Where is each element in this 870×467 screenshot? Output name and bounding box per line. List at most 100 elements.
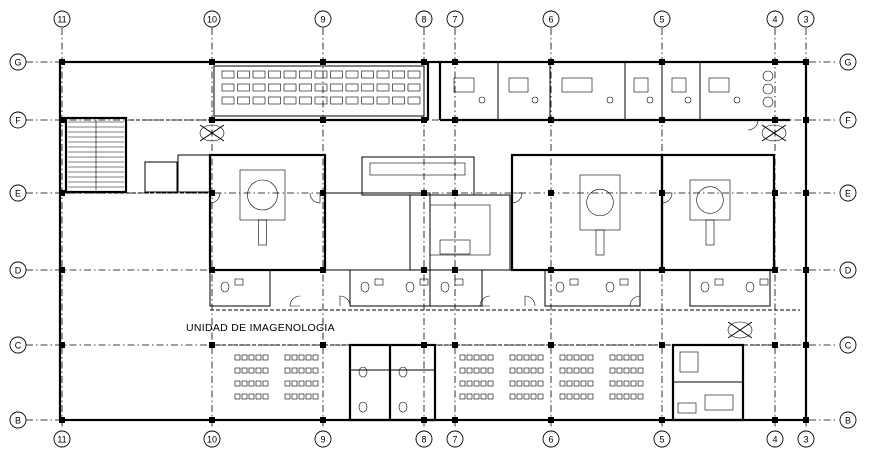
chair xyxy=(241,393,248,400)
room-fixture xyxy=(633,77,649,93)
door-swing xyxy=(629,295,641,307)
chair xyxy=(459,380,466,387)
chair xyxy=(291,380,298,387)
chair xyxy=(530,367,537,374)
column xyxy=(803,59,809,65)
chair xyxy=(241,367,248,374)
room-fixture xyxy=(453,77,475,93)
door-swing xyxy=(511,192,523,204)
axis-bubble-top-4: 4 xyxy=(766,10,784,28)
axis-bubble-left-C: C xyxy=(9,336,27,354)
storage-rack xyxy=(252,83,266,92)
cylinder-tank xyxy=(762,70,774,82)
axis-bubble-right-G: G xyxy=(839,53,857,71)
storage-rack xyxy=(268,96,281,105)
axis-bubble-right-G-label: G xyxy=(844,58,851,68)
column xyxy=(320,59,326,65)
storage-rack xyxy=(299,70,312,79)
column xyxy=(772,59,778,65)
axis-bubble-top-7: 7 xyxy=(446,10,464,28)
chair xyxy=(509,380,516,387)
door-swing xyxy=(309,192,321,204)
axis-bubble-bottom-5: 5 xyxy=(653,430,671,448)
axis-bubble-bottom-3-label: 3 xyxy=(803,435,808,445)
column xyxy=(209,117,215,123)
cylinder-tank xyxy=(762,83,774,95)
storage-rack xyxy=(268,70,281,79)
chair xyxy=(523,354,530,361)
chair xyxy=(298,367,305,374)
chair xyxy=(609,380,616,387)
chair xyxy=(241,380,248,387)
chair xyxy=(466,380,473,387)
gantry xyxy=(696,186,724,214)
toilet xyxy=(360,281,370,293)
room-fixture xyxy=(561,77,593,93)
axis-bubble-right-E: E xyxy=(839,184,857,202)
chair xyxy=(623,380,630,387)
storage-rack xyxy=(376,83,390,92)
chair xyxy=(516,367,523,374)
storage-rack xyxy=(407,96,421,105)
chair xyxy=(587,354,594,361)
chair xyxy=(459,354,466,361)
chair xyxy=(487,380,494,387)
axis-bubble-bottom-7-label: 7 xyxy=(452,435,457,445)
chair xyxy=(305,367,312,374)
chair xyxy=(262,367,269,374)
column xyxy=(803,190,809,196)
chair xyxy=(630,380,637,387)
chair xyxy=(623,354,630,361)
column xyxy=(209,267,215,273)
storage-rack xyxy=(283,96,297,105)
axis-bubble-left-C-label: C xyxy=(15,341,22,351)
shower xyxy=(679,351,699,373)
chair xyxy=(516,393,523,400)
column xyxy=(320,190,326,196)
washbasin xyxy=(234,278,244,286)
chair xyxy=(580,367,587,374)
patient-table xyxy=(258,219,267,246)
axis-bubble-top-10: 10 xyxy=(203,10,221,28)
axis-bubble-left-F-label: F xyxy=(15,116,21,126)
storage-rack xyxy=(407,70,421,79)
door-swing xyxy=(747,119,759,131)
chair xyxy=(312,354,319,361)
axis-bubble-bottom-4: 4 xyxy=(766,430,784,448)
chair xyxy=(509,393,516,400)
chair xyxy=(291,354,298,361)
chair xyxy=(234,354,241,361)
storage-rack xyxy=(392,96,405,105)
axis-bubble-left-B: B xyxy=(9,411,27,429)
chair xyxy=(305,380,312,387)
chair xyxy=(537,354,544,361)
column xyxy=(320,117,326,123)
axis-bubble-left-D: D xyxy=(9,261,27,279)
chair xyxy=(523,393,530,400)
column xyxy=(772,417,778,423)
door-swing xyxy=(209,192,221,204)
axis-bubble-right-C: C xyxy=(839,336,857,354)
chair xyxy=(559,367,566,374)
toilet xyxy=(605,281,615,293)
chair xyxy=(291,393,298,400)
axis-bubble-top-8-label: 8 xyxy=(421,15,426,25)
storage-rack xyxy=(237,70,250,79)
room-fixture xyxy=(671,77,687,93)
walls xyxy=(58,60,808,422)
chair xyxy=(473,393,480,400)
axis-bubble-left-G: G xyxy=(9,53,27,71)
axis-bubble-bottom-7: 7 xyxy=(446,430,464,448)
column xyxy=(320,267,326,273)
chair xyxy=(241,354,248,361)
chair xyxy=(466,393,473,400)
chair xyxy=(587,380,594,387)
axis-bubble-right-F: F xyxy=(839,111,857,129)
door-swing xyxy=(289,295,301,307)
axis-bubble-right-E-label: E xyxy=(845,189,851,199)
washbasin xyxy=(454,278,464,286)
door-swing xyxy=(479,295,491,307)
column xyxy=(421,342,427,348)
label-box xyxy=(439,239,471,255)
axis-bubble-bottom-8: 8 xyxy=(415,430,433,448)
